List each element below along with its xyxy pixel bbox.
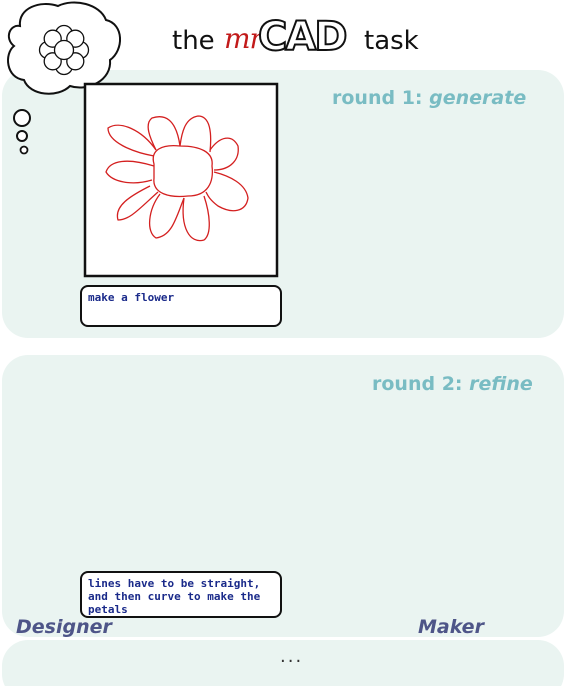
round-3-panel [2,640,564,686]
title-suffix: task [364,26,419,56]
imagined-flower [38,24,90,76]
round-2-instruction-text: lines have to be straight, and then curv… [88,577,261,616]
thought-bubble [7,1,121,155]
title-prefix: the [172,26,215,56]
round-1-label-prefix: round 1: [332,87,423,109]
round-1-label-stage: generate [429,87,527,109]
round-1-designer-sketch [105,115,249,242]
title-brand-mr: mr [224,22,263,55]
round-2-panel [2,355,564,637]
round-2-instruction-box: lines have to be straight, and then curv… [80,571,282,618]
round-1-instruction-box: make a flower [80,285,282,327]
continuation-ellipsis: ... [280,646,304,667]
title-brand-cad: CAD [257,13,348,61]
round-1-designer-canvas [83,82,279,278]
maker-role-label: Maker [418,616,484,638]
round-1-label: round 1: generate [332,87,526,109]
round-2-label-stage: refine [469,373,533,395]
round-1-instruction-text: make a flower [88,291,175,304]
round-2-label-prefix: round 2: [372,373,463,395]
designer-role-label: Designer [16,616,112,638]
round-2-label: round 2: refine [372,373,533,395]
